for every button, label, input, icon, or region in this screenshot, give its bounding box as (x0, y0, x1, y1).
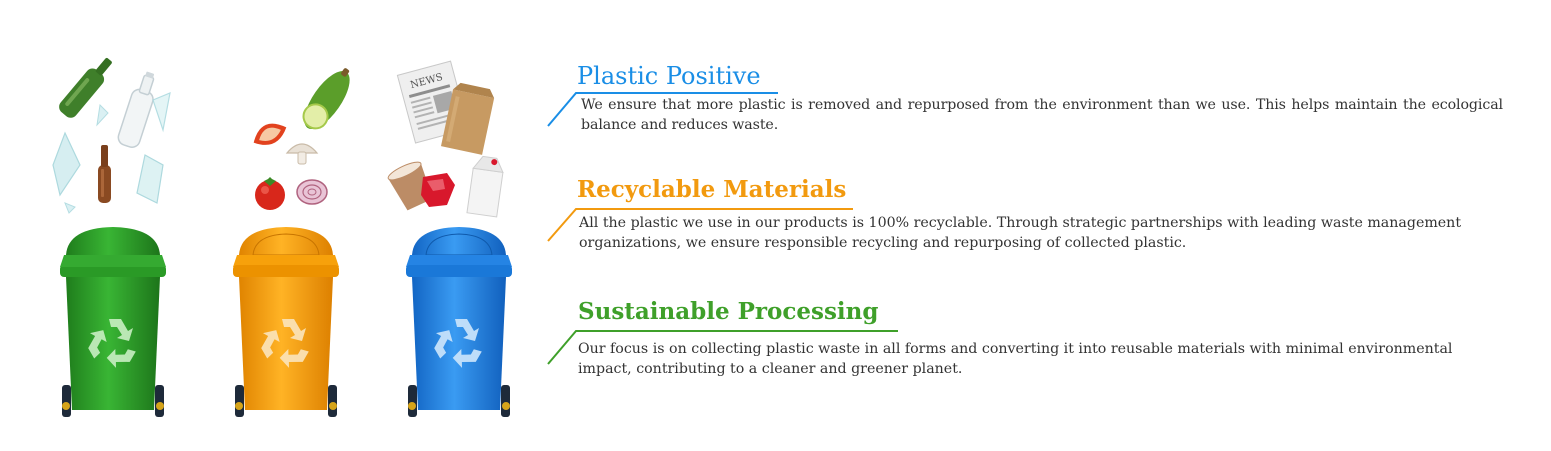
green-recycling-bin-illustration (60, 227, 166, 417)
section-title: Sustainable Processing (578, 298, 879, 325)
orange-recycling-bin-illustration (233, 227, 339, 417)
pepper-icon (253, 123, 287, 145)
blue-recycling-bin-illustration (406, 227, 512, 417)
organic-waste-group (232, 55, 362, 220)
section-decor-line (547, 208, 853, 242)
paper-waste-group: NEWS (385, 55, 515, 220)
glass-shard-icon (52, 131, 81, 197)
zucchini-icon (302, 68, 350, 130)
glass-shard-icon (136, 154, 164, 204)
mushroom-icon (285, 143, 319, 165)
organic-waste-illustration (253, 68, 350, 210)
glass-waste-illustration (52, 58, 171, 214)
paper-waste-illustration: NEWS (387, 60, 504, 218)
milk-carton-icon (466, 155, 504, 218)
recycle-icon (261, 319, 309, 368)
section-title: Plastic Positive (577, 62, 761, 90)
section-plastic-positive: Plastic Positive We ensure that more pla… (546, 62, 1516, 142)
onion-icon (296, 179, 328, 205)
crushed-cup-icon (421, 173, 455, 207)
glass-shard-icon (152, 92, 171, 133)
tomato-icon (255, 177, 285, 210)
blue-bin (404, 225, 514, 420)
section-decor-line (547, 330, 898, 365)
clear-bottle-icon (117, 71, 155, 148)
green-bottle-icon (59, 58, 112, 118)
section-body: We ensure that more plastic is removed a… (581, 97, 1503, 133)
recycle-icon (88, 319, 136, 368)
section-title: Recyclable Materials (577, 176, 847, 203)
glass-shard-icon (64, 202, 76, 214)
recycling-illustration: NEWS (0, 0, 540, 451)
section-decor-line (547, 92, 778, 127)
paper-bag-icon (440, 82, 495, 155)
green-bin (58, 225, 168, 420)
brown-bottle-icon (98, 145, 111, 203)
section-recyclable-materials: Recyclable Materials All the plastic we … (546, 176, 1516, 256)
section-body: All the plastic we use in our products i… (579, 215, 1462, 251)
paper-cup-icon (387, 161, 433, 211)
glass-waste-group (45, 55, 175, 220)
orange-bin (231, 225, 341, 420)
glass-shard-icon (96, 103, 109, 127)
section-body: Our focus is on collecting plastic waste… (578, 341, 1453, 377)
recycle-icon (434, 319, 482, 368)
section-sustainable-processing: Sustainable Processing Our focus is on c… (546, 298, 1516, 378)
